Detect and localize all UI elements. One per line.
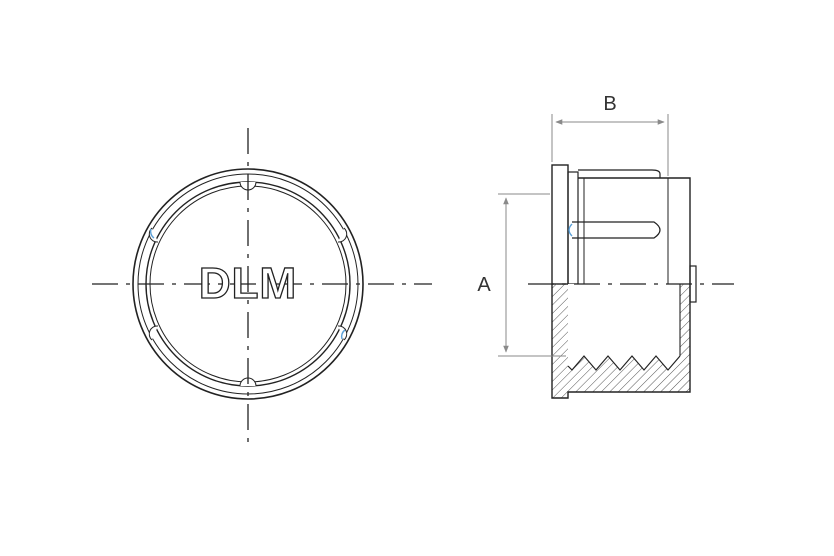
outer-flange-circle <box>132 168 364 400</box>
thread-profile <box>567 355 681 371</box>
section-hollow <box>568 284 680 370</box>
flange-plate <box>551 164 569 285</box>
dimension-b: B <box>551 93 669 176</box>
side-view: A B <box>477 93 734 399</box>
highlight-mark-left <box>149 228 155 239</box>
top-finger <box>578 169 661 178</box>
highlight-mark-right <box>340 329 346 340</box>
logo-text: DLM <box>199 259 297 308</box>
notch-upper-right <box>337 227 348 243</box>
upper-body-outline <box>578 177 691 284</box>
side-slot <box>572 221 661 239</box>
section-outline <box>551 284 691 399</box>
dimension-a: A <box>477 193 566 357</box>
slot-highlight <box>568 223 573 237</box>
dimension-b-label: B <box>603 93 616 115</box>
front-view: DLM <box>92 128 432 442</box>
dimension-a-label: A <box>477 274 491 296</box>
notch-lower-left <box>148 325 159 341</box>
